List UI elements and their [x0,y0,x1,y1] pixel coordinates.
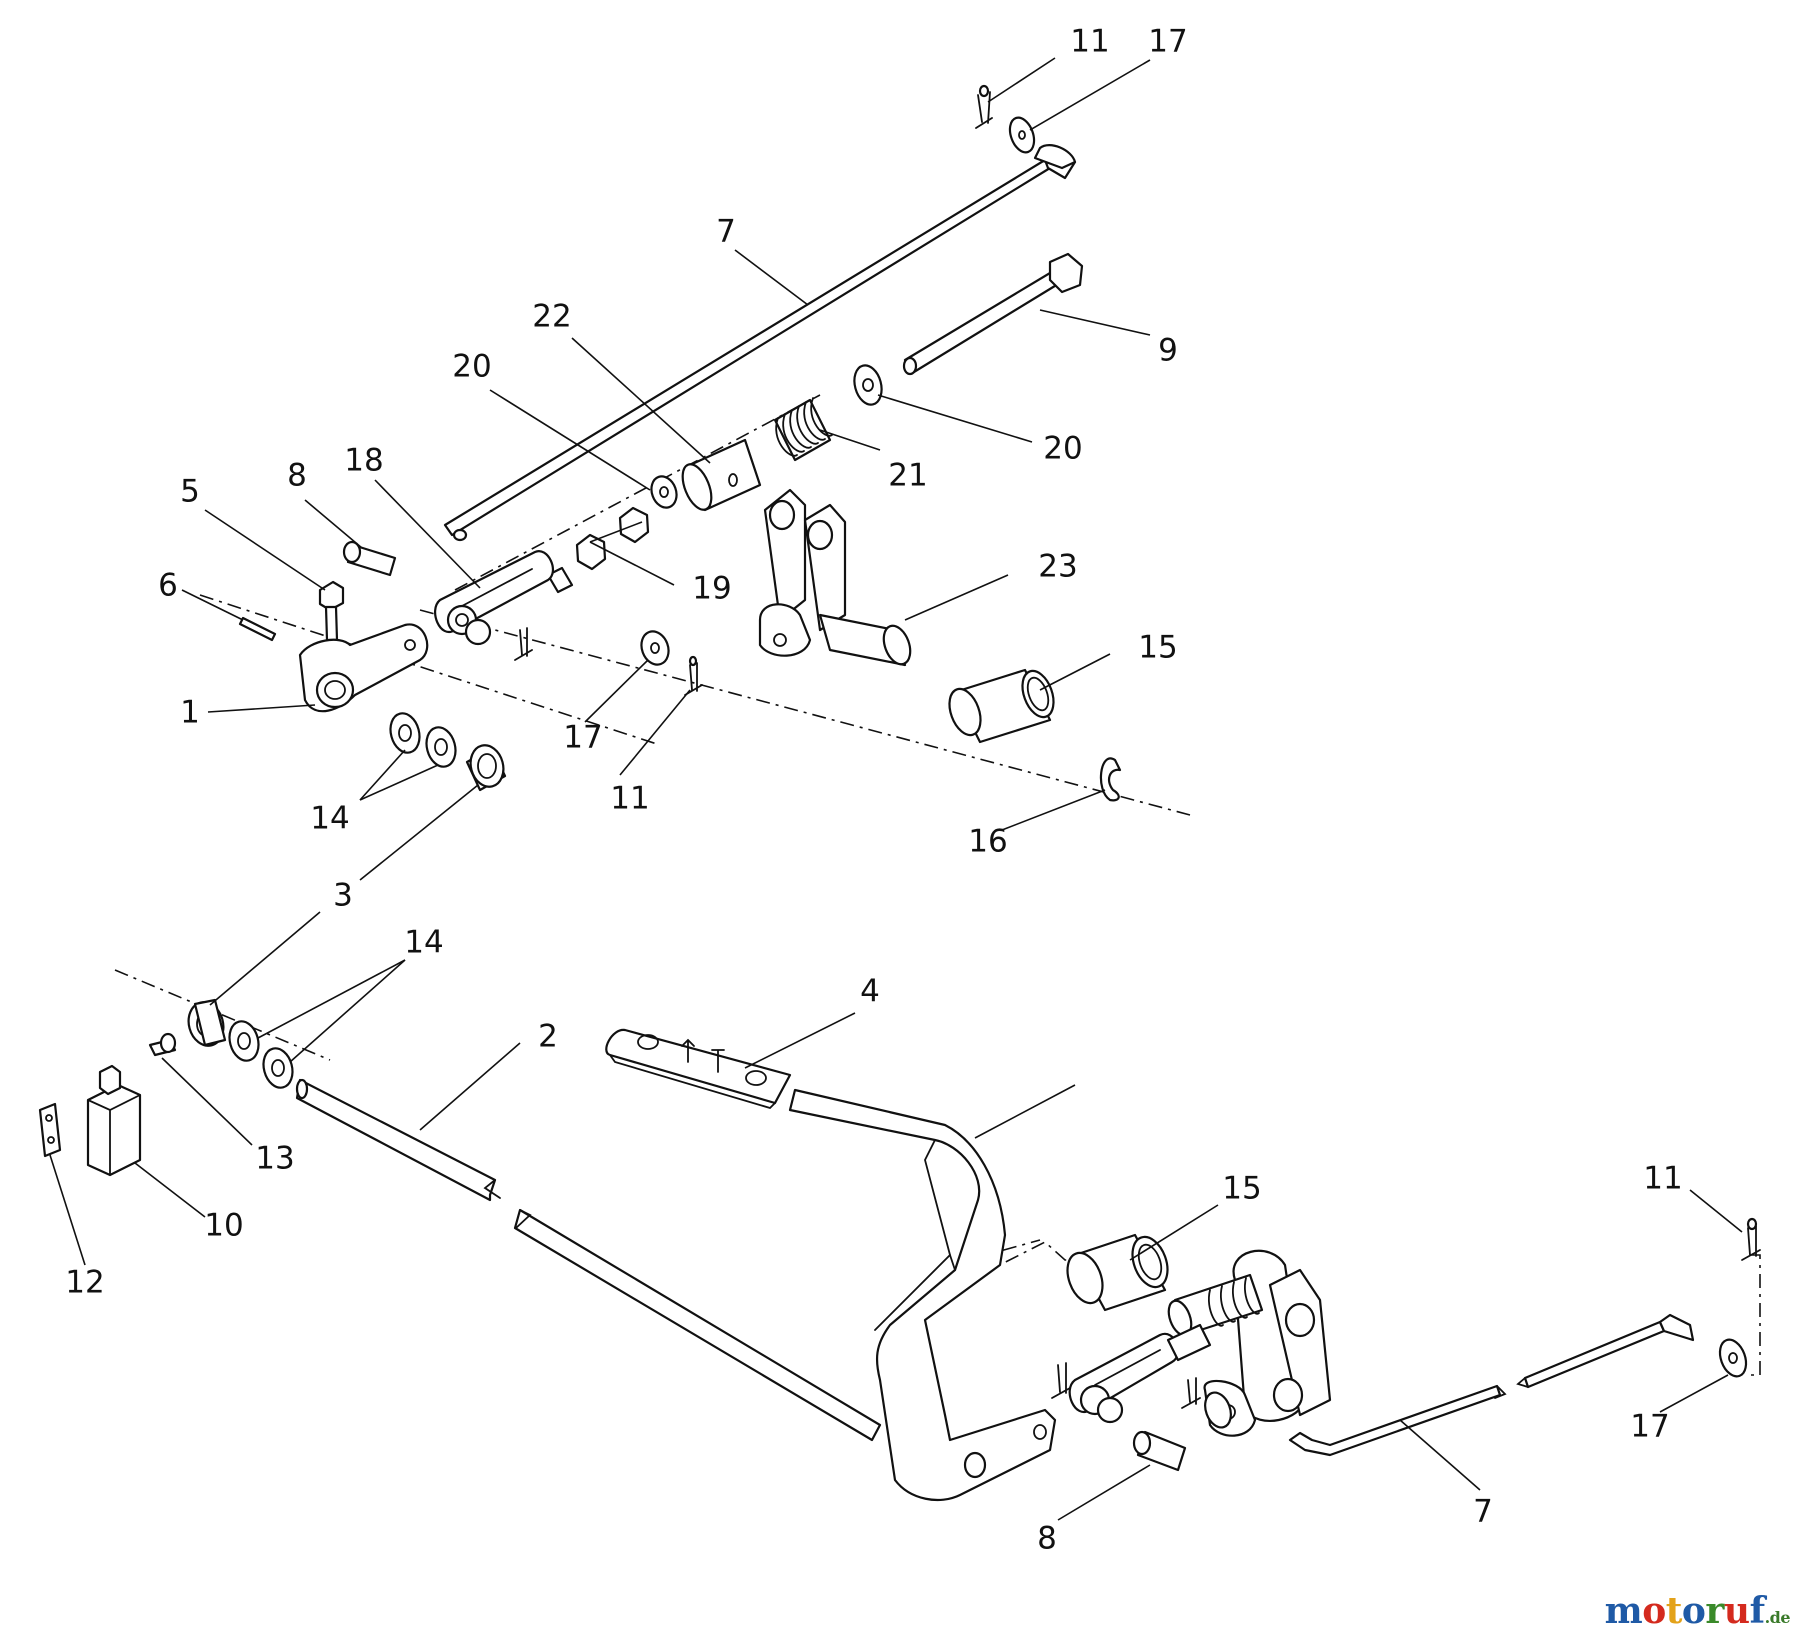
callout-9: 9 [1158,333,1178,369]
clevis-lower [1068,1323,1212,1424]
callout-labels: 11 17 7 9 22 20 20 21 18 8 5 6 19 23 1 1… [65,24,1682,1557]
callout-17: 17 [1630,1409,1669,1445]
watermark-letter: o [1642,1590,1666,1632]
hitch-pin-11-right [684,655,703,696]
hitch-pin-lower-mid [1181,1377,1201,1409]
plate-12 [38,1102,62,1158]
lower-linkage-assembly [38,998,1761,1502]
callout-19: 19 [692,571,731,607]
hitch-pin-11-lower [1741,1217,1761,1261]
key-6 [238,616,277,642]
bushing-15-upper [948,668,1055,744]
e-clip-16 [1099,757,1122,802]
callout-20: 20 [1043,431,1082,467]
callout-20: 20 [452,349,491,385]
callout-11: 11 [1643,1161,1682,1197]
bolt-9 [902,252,1084,376]
washer-lower-mid [1204,1391,1232,1429]
nuts-19 [575,506,650,571]
callout-11: 11 [1070,24,1109,60]
watermark-letter: t [1665,1590,1683,1632]
pivot-bracket-23 [758,488,912,667]
lever-arm-1 [298,623,429,713]
clevis-pin-8-top [342,540,397,577]
washer-20-right [853,364,883,406]
screw-13 [148,1032,177,1057]
leader-lines [49,57,1743,1521]
shaft-2 [295,1078,882,1442]
watermark-suffix: .de [1764,1608,1791,1627]
callout-15: 15 [1138,630,1177,666]
rod-7-lower [1288,1313,1695,1457]
bushing-22 [681,438,762,512]
callout-16: 16 [968,824,1007,860]
spring-21 [773,397,833,462]
hitch-pin-11-mid [514,627,533,661]
callout-11: 11 [610,781,649,817]
callout-4: 4 [860,974,880,1010]
callout-12: 12 [65,1265,104,1301]
upper-linkage-assembly [238,84,1122,802]
block-10 [86,1064,142,1177]
hitch-pin-lower-left [1051,1362,1071,1399]
washer-17-mid [640,630,670,666]
callout-13: 13 [255,1141,294,1177]
watermark-letters: motoruf [1605,1590,1765,1632]
clevis-18 [434,550,574,646]
callout-5: 5 [180,474,200,510]
watermark-logo: motoruf.de [1605,1590,1791,1632]
callout-6: 6 [158,568,178,604]
callout-2: 2 [538,1019,558,1055]
callout-15: 15 [1222,1171,1261,1207]
washers-14-upper [389,712,457,768]
callout-21: 21 [888,458,927,494]
washer-17-lower [1718,1338,1748,1378]
callout-22: 22 [532,299,571,335]
bushing-15-lower [1066,1233,1169,1312]
watermark-letter: r [1705,1590,1724,1632]
watermark-letter: m [1604,1590,1643,1632]
watermark-letter: f [1749,1590,1766,1632]
callout-17: 17 [1148,24,1187,60]
washer-17-top [1008,116,1036,154]
centerlines [114,394,1761,1376]
callout-18: 18 [344,443,383,479]
washer-20-left [650,475,678,509]
callout-8: 8 [287,458,307,494]
callout-3: 3 [333,878,353,914]
watermark-letter: u [1723,1590,1750,1632]
callout-10: 10 [204,1208,243,1244]
bushing-3-upper [465,744,507,792]
clevis-pin-8-lower [1132,1430,1187,1472]
callout-14: 14 [404,925,443,961]
bolt-5 [318,580,345,642]
bushing-3-lower [187,998,227,1047]
callout-8: 8 [1037,1521,1057,1557]
callout-23: 23 [1038,549,1077,585]
callout-7: 7 [1473,1494,1493,1530]
washers-14-lower [228,1020,294,1089]
callout-17: 17 [563,720,602,756]
callout-7: 7 [716,214,736,250]
watermark-letter: o [1681,1590,1706,1632]
callout-14: 14 [310,801,349,837]
spring-lower [1167,1273,1264,1337]
hitch-pin-11-top [975,84,993,129]
pedal-arm [788,1088,1057,1502]
decal-4 [605,1028,792,1110]
rod-7-upper [443,144,1077,542]
callout-1: 1 [180,695,200,731]
